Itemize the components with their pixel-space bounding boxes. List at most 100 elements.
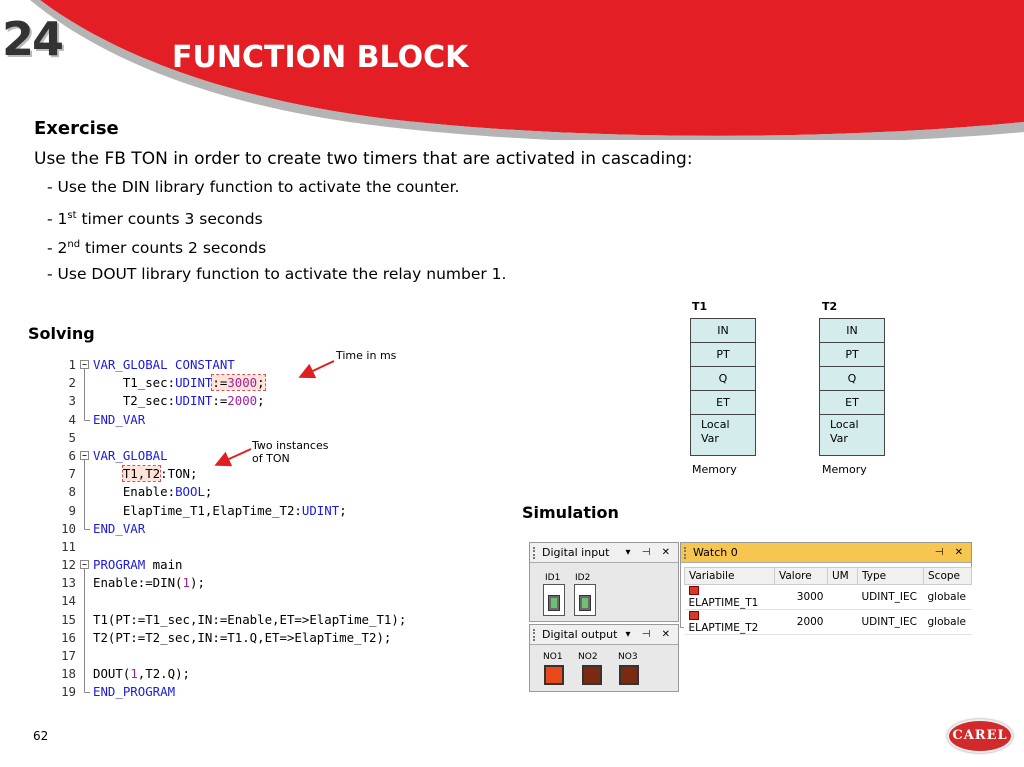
header-swoosh	[30, 0, 1024, 140]
annotation-time-in-ms: Time in ms	[336, 349, 397, 362]
switch-lever-icon	[579, 595, 591, 611]
watch-table: Variabile Valore UM Type Scope ELAPTIME_…	[684, 567, 972, 635]
exercise-bullets: - Use the DIN library function to activa…	[47, 176, 506, 292]
digital-output-panel: Digital output ▾ ⊣ ✕ NO1 NO2 NO3	[529, 624, 679, 692]
timer-cell-pt: PT	[820, 343, 884, 367]
line-number: 7	[68, 466, 76, 482]
digital-input-titlebar[interactable]: Digital input ▾ ⊣ ✕	[530, 543, 678, 563]
fold-marker-icon	[79, 392, 91, 412]
code-text: ElapTime_T1,ElapTime_T2:UDINT;	[93, 502, 347, 518]
fold-marker-icon	[79, 429, 91, 447]
line-number: 17	[61, 648, 76, 663]
fold-marker-icon	[79, 610, 91, 630]
cell-variable: ELAPTIME_T2	[684, 609, 775, 635]
timer-cell-q: Q	[691, 367, 755, 391]
column-header-valore[interactable]: Valore	[774, 567, 828, 585]
timer-cell-in: IN	[691, 319, 755, 343]
watch-titlebar[interactable]: Watch 0 ⊣ ✕	[681, 543, 971, 563]
timer-cell-et: ET	[820, 391, 884, 415]
bullet-item: - 1st timer counts 3 seconds	[47, 210, 263, 229]
cell-value[interactable]: 2000	[774, 609, 828, 635]
fold-marker-icon[interactable]	[79, 447, 91, 466]
line-number: 5	[68, 429, 76, 445]
cell-um	[827, 609, 858, 635]
line-number: 14	[61, 593, 76, 609]
output-label-no1: NO1	[543, 652, 563, 662]
code-text: VAR_GLOBAL	[93, 447, 168, 463]
solving-heading: Solving	[28, 324, 95, 343]
input-switch-id1[interactable]	[543, 584, 565, 616]
output-label-no2: NO2	[578, 652, 598, 662]
memory-label-t1: Memory	[692, 463, 737, 476]
fold-marker-icon	[79, 592, 91, 612]
arrow-time-in-ms	[298, 360, 335, 379]
fold-marker-icon[interactable]	[79, 356, 91, 375]
bullet-item: - 2nd timer counts 2 seconds	[47, 239, 267, 258]
timer-cell-q: Q	[820, 367, 884, 391]
cell-value[interactable]: 3000	[774, 584, 828, 610]
fold-marker-icon	[79, 374, 91, 394]
arrow-two-instances	[214, 448, 252, 467]
page-number: 62	[33, 729, 49, 743]
bullet-item: - Use DOUT library function to activate …	[47, 265, 507, 283]
exercise-intro: Use the FB TON in order to create two ti…	[34, 149, 693, 169]
code-text: END_VAR	[93, 520, 146, 536]
table-row[interactable]: ELAPTIME_T1 3000 UDINT_IEC globale	[684, 584, 972, 610]
switch-lever-icon	[548, 595, 560, 611]
cell-scope: globale	[923, 609, 972, 635]
fold-marker-icon	[79, 501, 91, 521]
fold-marker-icon[interactable]	[79, 556, 91, 576]
line-number: 3	[68, 393, 76, 409]
fold-marker-icon	[79, 628, 91, 648]
code-text: END_VAR	[93, 411, 146, 427]
input-switch-id2[interactable]	[574, 584, 596, 616]
line-number: 13	[61, 575, 76, 591]
digital-output-titlebar[interactable]: Digital output ▾ ⊣ ✕	[530, 625, 678, 645]
timer-cell-pt: PT	[691, 343, 755, 367]
table-row[interactable]: ELAPTIME_T2 2000 UDINT_IEC globale	[684, 609, 972, 635]
output-label-no3: NO3	[618, 652, 638, 662]
cell-scope: globale	[923, 584, 972, 610]
line-number: 11	[61, 538, 76, 554]
fold-marker-icon	[79, 483, 91, 503]
code-text: T1_sec:UDINT:=3000;	[93, 374, 266, 392]
panel-controls-icon[interactable]: ⊣ ✕	[934, 547, 967, 558]
panel-controls-icon[interactable]: ▾ ⊣ ✕	[625, 629, 674, 640]
variable-icon	[688, 586, 699, 595]
fold-marker-icon	[79, 665, 91, 685]
column-header-um[interactable]: UM	[827, 567, 858, 585]
timer-cell-et: ET	[691, 391, 755, 415]
column-header-variabile[interactable]: Variabile	[684, 567, 775, 585]
timer-label-t2: T2	[822, 300, 838, 313]
code-text: T2(PT:=T2_sec,IN:=T1.Q,ET=>ElapTime_T2);	[93, 629, 392, 645]
grip-icon[interactable]	[533, 629, 537, 641]
panel-controls-icon[interactable]: ▾ ⊣ ✕	[625, 547, 674, 558]
line-number: 16	[61, 629, 76, 645]
annotation-two-instances: Two instances of TON	[252, 439, 329, 465]
column-header-type[interactable]: Type	[857, 567, 924, 585]
line-number: 8	[68, 484, 76, 500]
code-text: T1(PT:=T1_sec,IN:=Enable,ET=>ElapTime_T1…	[93, 611, 407, 627]
bullet-item: - Use the DIN library function to activa…	[47, 178, 460, 196]
output-led-no2	[582, 665, 602, 685]
fold-marker-icon	[79, 519, 91, 538]
variable-icon	[688, 611, 699, 620]
code-text: VAR_GLOBAL CONSTANT	[93, 357, 235, 372]
slide-header: 24 FUNCTION BLOCK	[0, 0, 1024, 140]
grip-icon[interactable]	[533, 547, 537, 559]
cell-type: UDINT_IEC	[857, 584, 924, 610]
fold-marker-icon	[79, 683, 91, 701]
input-label-id2: ID2	[575, 573, 591, 583]
carel-logo: CAREL	[947, 719, 1013, 753]
column-header-scope[interactable]: Scope	[923, 567, 972, 585]
fold-marker-icon	[79, 538, 91, 556]
memory-label-t2: Memory	[822, 463, 867, 476]
code-text: T2_sec:UDINT:=2000;	[93, 393, 265, 409]
grip-icon[interactable]	[684, 547, 688, 559]
input-label-id1: ID1	[545, 573, 561, 583]
logo-24: 24	[2, 12, 64, 66]
line-number: 18	[61, 666, 76, 682]
code-text: END_PROGRAM	[93, 684, 176, 700]
